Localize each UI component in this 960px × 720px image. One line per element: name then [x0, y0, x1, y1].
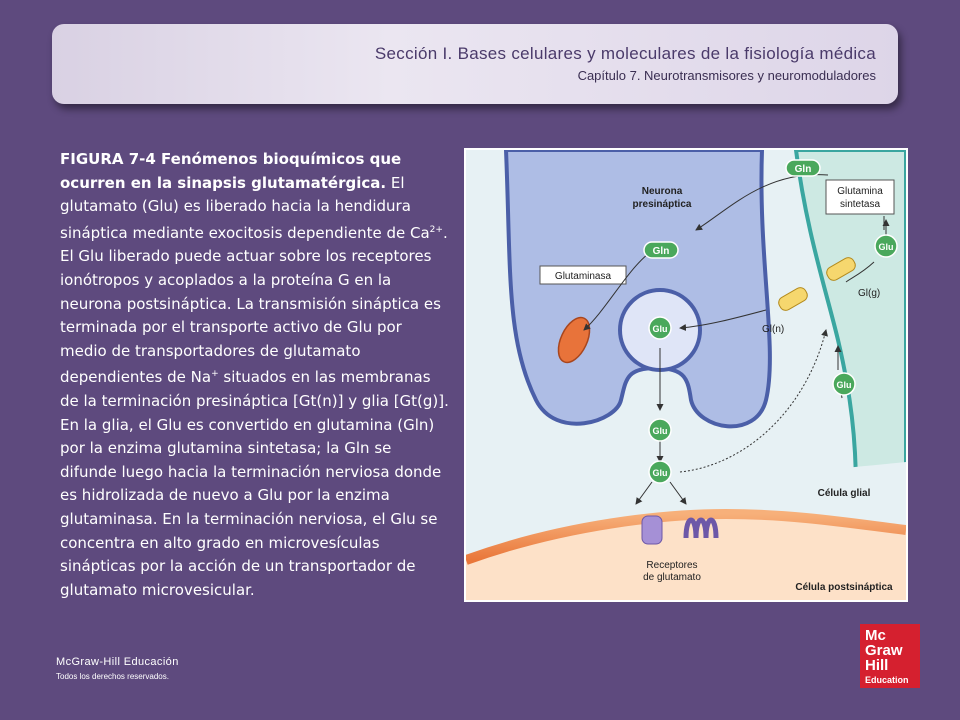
footer-rights: Todos los derechos reservados.	[56, 672, 169, 681]
label-gln-neuron: Gln	[653, 246, 670, 257]
figure-label: FIGURA 7-4 Fenómenos bioquímicos que ocu…	[60, 150, 402, 192]
section-title: Sección I. Bases celulares y moleculares…	[374, 44, 876, 63]
mitochondrion	[557, 316, 591, 364]
chapter-title: Capítulo 7. Neurotransmisores y neuromod…	[577, 68, 876, 83]
label-celula-glial: Célula glial	[818, 488, 871, 499]
gln-glial	[785, 159, 821, 177]
glu-vesicle	[648, 316, 672, 340]
transporter-glg	[826, 257, 856, 281]
transporter-gln	[778, 287, 808, 311]
logo-line-1: Mc	[865, 627, 886, 644]
header-banner: Sección I. Bases celulares y moleculares…	[52, 24, 898, 104]
glutaminasa-box	[539, 265, 627, 285]
glutamina-sintetasa-box	[825, 179, 895, 215]
figure-caption: FIGURA 7-4 Fenómenos bioquímicos que ocu…	[60, 148, 452, 602]
glu-exocytosis	[648, 418, 672, 442]
label-glu-cleft: Glu	[653, 468, 668, 478]
label-glu-glial-top: Glu	[879, 242, 894, 252]
gln-neuron	[643, 241, 679, 259]
label-sintetasa-1: Glutamina	[837, 186, 883, 197]
glu-glial-side	[832, 372, 856, 396]
label-sintetasa-2: sintetasa	[840, 199, 880, 210]
caption-sup-1: 2+	[429, 224, 443, 235]
caption-sup-2: +	[211, 369, 219, 380]
glu-cleft	[648, 460, 672, 484]
label-glu-vesicle: Glu	[653, 324, 668, 334]
metabotropic-receptor	[683, 517, 719, 539]
label-neurona-1: Neurona	[642, 186, 683, 197]
label-celula-post: Célula postsináptica	[795, 582, 893, 593]
caption-text-3: situados en las membranas de la terminac…	[60, 368, 449, 599]
label-gl-g: Gl(g)	[858, 288, 880, 299]
label-gln-glial: Gln	[795, 164, 812, 175]
synapse-figure: Neurona presináptica Glutaminasa Glutami…	[464, 148, 908, 602]
presynaptic-neuron	[503, 150, 772, 429]
label-neurona-2: presináptica	[633, 199, 692, 210]
mcgraw-hill-logo: Mc Graw Hill Education	[860, 624, 920, 688]
logo-line-2: Graw	[865, 642, 903, 659]
label-glu-exocytosis: Glu	[653, 426, 668, 436]
caption-text-1: El glutamato (Glu) es liberado hacia la …	[60, 173, 430, 242]
glu-glial-top	[874, 234, 898, 258]
ionotropic-receptor	[641, 515, 663, 545]
label-glu-glial-side: Glu	[837, 380, 852, 390]
label-receptores-1: Receptores	[646, 560, 697, 571]
footer-brand: McGraw-Hill Educación	[56, 656, 179, 668]
label-glutaminasa: Glutaminasa	[555, 271, 612, 282]
logo-line-3: Hill	[865, 657, 889, 674]
synapse-diagram: Neurona presináptica Glutaminasa Glutami…	[466, 150, 906, 600]
logo-sub: Education	[865, 675, 909, 685]
caption-text-2: . El Glu liberado puede actuar sobre los…	[60, 223, 448, 387]
label-receptores-2: de glutamato	[643, 572, 701, 583]
glial-cell-lower	[706, 462, 906, 500]
label-gl-n: Gl(n)	[762, 324, 784, 335]
